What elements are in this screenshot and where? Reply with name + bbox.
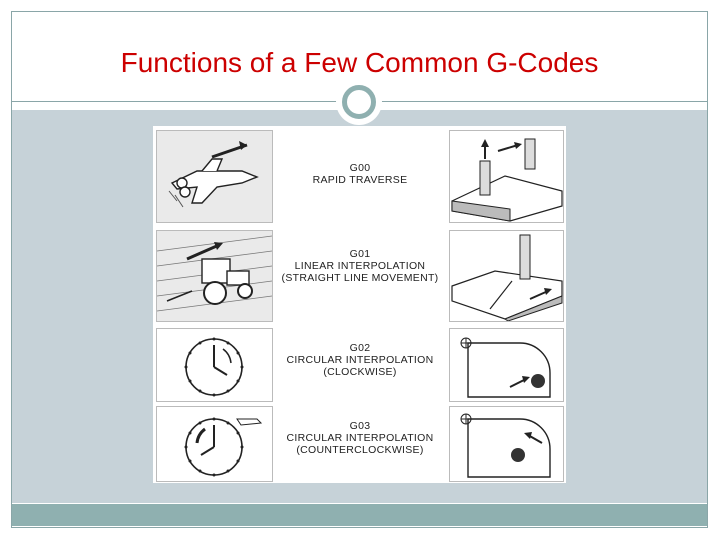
gcode-label-g00: G00 RAPID TRAVERSE bbox=[280, 162, 440, 186]
gcode-label-g03: G03 CIRCULAR INTERPOLATION (COUNTERCLOCK… bbox=[280, 420, 440, 456]
gcode-code: G02 bbox=[349, 342, 371, 354]
gcode-description: (STRAIGHT LINE MOVEMENT) bbox=[281, 272, 439, 284]
tractor-plowing-icon bbox=[156, 230, 273, 322]
clock-clockwise-icon bbox=[156, 328, 273, 402]
ring-ornament-icon bbox=[336, 79, 382, 125]
gcode-code: G01 bbox=[349, 248, 371, 260]
gcode-description: (CLOCKWISE) bbox=[323, 366, 397, 378]
end-mill-linear-icon bbox=[449, 230, 564, 322]
gcode-description: CIRCULAR INTERPOLATION bbox=[286, 354, 434, 366]
gcode-description: RAPID TRAVERSE bbox=[312, 174, 408, 186]
table-row-g03: G03 CIRCULAR INTERPOLATION (COUNTERCLOCK… bbox=[153, 404, 566, 482]
table-row-g01: G01 LINEAR INTERPOLATION (STRAIGHT LINE … bbox=[153, 228, 566, 324]
gcode-label-g02: G02 CIRCULAR INTERPOLATION (CLOCKWISE) bbox=[280, 342, 440, 378]
gcode-description: LINEAR INTERPOLATION bbox=[294, 260, 426, 272]
slide-frame bbox=[11, 11, 708, 528]
gcode-code: G03 bbox=[349, 420, 371, 432]
table-row-g00: G00 RAPID TRAVERSE bbox=[153, 126, 566, 224]
slide-title: Functions of a Few Common G-Codes bbox=[120, 47, 599, 78]
space-shuttle-icon bbox=[156, 130, 273, 223]
cutter-counterclockwise-arc-icon bbox=[449, 406, 564, 482]
footer-bar bbox=[12, 504, 707, 526]
clock-counterclockwise-icon bbox=[156, 406, 273, 482]
gcode-description: CIRCULAR INTERPOLATION bbox=[286, 432, 434, 444]
gcode-description: (COUNTERCLOCKWISE) bbox=[296, 444, 424, 456]
gcode-label-g01: G01 LINEAR INTERPOLATION (STRAIGHT LINE … bbox=[280, 248, 440, 284]
table-row-g02: G02 CIRCULAR INTERPOLATION (CLOCKWISE) bbox=[153, 326, 566, 402]
gcode-code: G00 bbox=[349, 162, 371, 174]
gcode-table: G00 RAPID TRAVERSE bbox=[153, 126, 566, 483]
cutter-clockwise-arc-icon bbox=[449, 328, 564, 402]
end-mill-rapid-icon bbox=[449, 130, 564, 223]
